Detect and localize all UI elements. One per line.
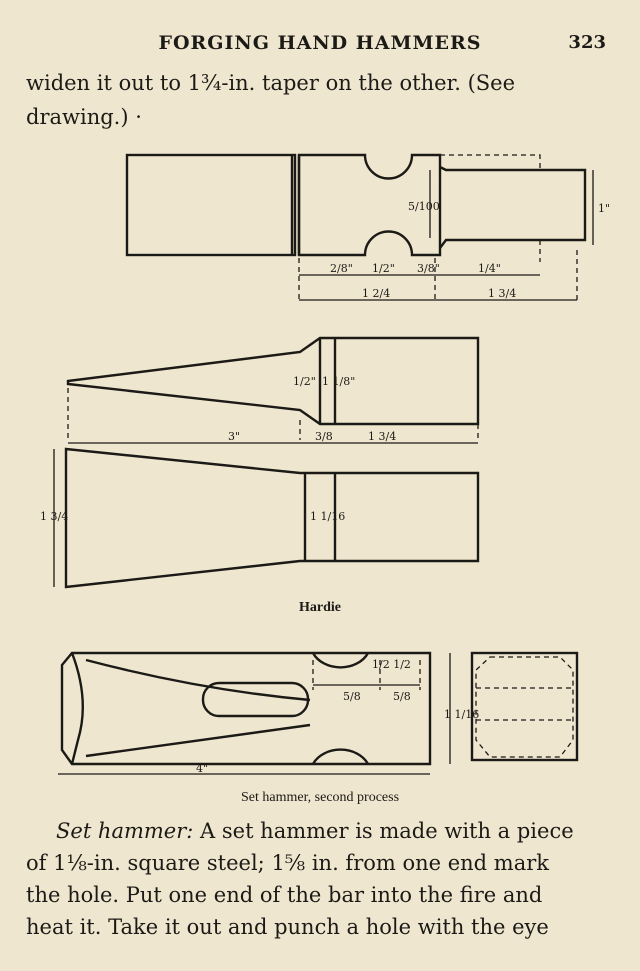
top-dim-6: 1 3/4: [488, 287, 516, 300]
forging-drawings: 2/8" 1/2" 3/8" 1/4" 1 2/4 1 3/4 5/100 1"…: [40, 153, 610, 775]
hardie-dim-3: 1 3/4: [368, 430, 396, 443]
notched-bar-figure: 2/8" 1/2" 3/8" 1/4" 1 2/4 1 3/4 5/100 1": [125, 153, 610, 301]
running-header: FORGING HAND HAMMERS: [158, 32, 482, 54]
hardie-dim-2: 3/8: [315, 430, 333, 443]
page-number: 323: [568, 32, 606, 53]
set-dim-4: 1 1/16: [444, 708, 479, 721]
top-dim-5: 1 2/4: [362, 287, 390, 300]
set-hammer-end-view: [470, 651, 579, 762]
hardie-dim-1: 3": [228, 430, 240, 443]
hardie-dim-4: 1/2": [293, 375, 316, 388]
hardie-caption: Hardie: [299, 600, 341, 615]
top-dim-3: 3/8": [417, 262, 440, 275]
body-line-3: the hole. Put one end of the bar into th…: [26, 883, 543, 907]
intro-line-1: widen it out to 1¾-in. taper on the othe…: [26, 71, 516, 95]
set-dim-5: 1/2 1/2: [372, 658, 411, 671]
set-hammer-term: Set hammer:: [56, 819, 194, 843]
top-dim-4: 1/4": [478, 262, 501, 275]
top-dim-8: 1": [598, 202, 610, 215]
hardie-dim-7: 1 3/4: [40, 510, 68, 523]
hardie-dim-6: 1 1/16: [310, 510, 345, 523]
body-line-4: heat it. Take it out and punch a hole wi…: [26, 915, 549, 939]
set-dim-2: 5/8: [393, 690, 411, 703]
body-line-2: of 1⅛-in. square steel; 1⅝ in. from one …: [26, 851, 550, 875]
set-dim-1: 5/8: [343, 690, 361, 703]
hardie-side-view: 3" 3/8 1 3/4 1/2" 1 1/8": [66, 336, 480, 444]
set-hammer-caption: Set hammer, second process: [240, 790, 400, 805]
body-line-1-rest: A set hammer is made with a piece: [193, 819, 574, 843]
set-hammer-side-view: 5/8 5/8 4" 1 1/16 1/2 1/2: [58, 651, 479, 775]
intro-line-2: drawing.) ·: [26, 105, 142, 129]
set-dim-3: 4": [196, 762, 208, 775]
hardie-dim-5: 1 1/8": [322, 375, 355, 388]
hardie-front-view: 1 1/16 1 3/4: [40, 447, 480, 589]
top-dim-2: 1/2": [372, 262, 395, 275]
body-line-1: Set hammer: A set hammer is made with a …: [56, 814, 610, 848]
top-dim-1: 2/8": [330, 262, 353, 275]
top-dim-7: 5/100: [408, 200, 440, 213]
